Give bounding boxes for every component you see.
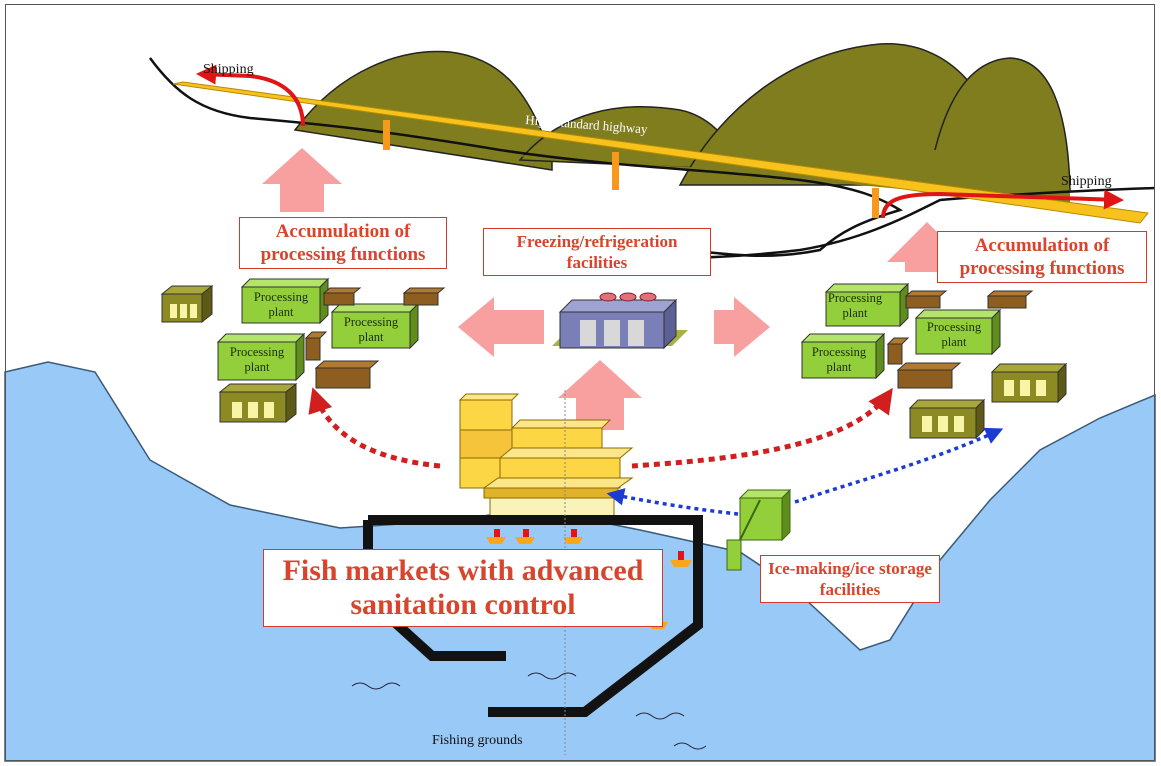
left-warehouse-top	[160, 284, 214, 324]
dotted-arrow-ice-to-market	[606, 488, 739, 516]
plant-label-right-1: Processing plant	[827, 291, 883, 320]
freezer-building	[552, 292, 688, 350]
plant-label-left-3: Processing plant	[343, 315, 399, 344]
coast-road	[148, 57, 1156, 260]
accumulation-label-left: Accumulation of processing functions	[239, 217, 447, 269]
freezing-label: Freezing/refrigeration facilities	[483, 228, 711, 276]
plant-label-left-1: Processing plant	[253, 290, 309, 319]
plant-label-right-2: Processing plant	[811, 345, 867, 374]
plant-label-right-3: Processing plant	[926, 320, 982, 349]
highway	[172, 81, 1149, 224]
waves	[351, 672, 707, 750]
ice-facility	[726, 488, 792, 571]
mountains	[290, 43, 1071, 205]
left-warehouse-bottom	[218, 382, 298, 424]
right-brown-boxes	[886, 290, 1034, 389]
left-brown-boxes	[304, 287, 446, 389]
pier-right	[368, 515, 703, 717]
dotted-arrow-to-left-plants	[308, 387, 441, 469]
fish-markets-label: Fish markets with advanced sanitation co…	[263, 549, 663, 627]
right-processing-plants	[800, 282, 1002, 380]
dotted-arrow-to-right-plants	[631, 387, 893, 469]
accumulation-label-right: Accumulation of processing functions	[937, 231, 1147, 283]
plant-label-left-2: Processing plant	[229, 345, 285, 374]
shipping-label-right: Shipping	[1061, 174, 1112, 189]
shipping-arrow-left	[196, 64, 305, 127]
shipping-label-left: Shipping	[203, 62, 254, 77]
fishing-grounds-label: Fishing grounds	[432, 733, 523, 748]
dotted-arrow-ice-to-warehouse	[794, 427, 1004, 504]
shipping-arrow-right	[881, 189, 1124, 219]
right-warehouses	[908, 362, 1068, 440]
ice-making-label: Ice-making/ice storage facilities	[760, 555, 940, 603]
left-processing-plants	[216, 277, 420, 382]
